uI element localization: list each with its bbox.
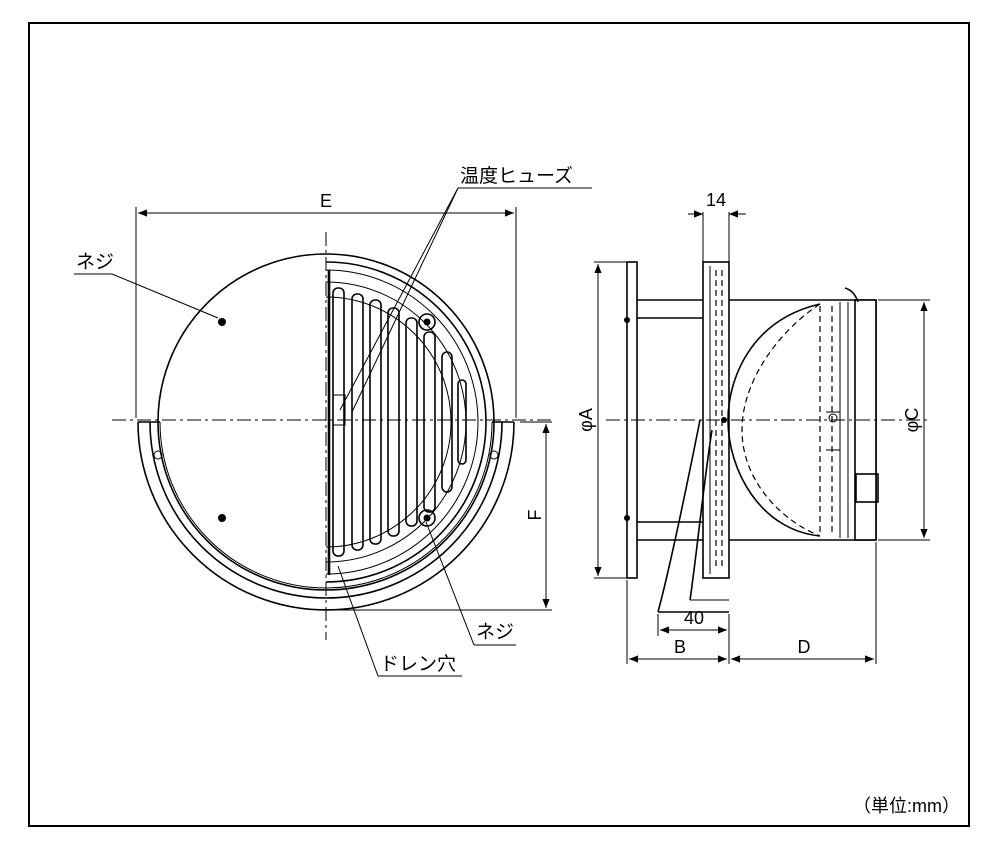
dim-b-label: B — [674, 637, 686, 657]
front-view: E F 温度ヒューズ ネジ ネジ ドレン穴 — [74, 165, 592, 677]
dim-f-label: F — [525, 510, 545, 521]
unit-note: （単位:mm） — [853, 796, 960, 816]
callout-screw-bottom: ネジ — [476, 622, 514, 643]
dim-phi-c-label: φC — [902, 408, 922, 433]
dim-e-label: E — [320, 191, 332, 211]
callout-temperature-fuse: 温度ヒューズ — [460, 165, 573, 187]
callout-drain-hole: ドレン穴 — [380, 653, 456, 675]
dim-14-label: 14 — [706, 190, 726, 210]
screw-top-icon — [218, 318, 226, 326]
dim-d-label: D — [798, 637, 811, 657]
dim-phi-a-label: φA — [576, 408, 596, 432]
side-view: φA φC 14 40 B D — [576, 190, 930, 664]
drawing-frame — [28, 22, 970, 827]
dim-40-label: 40 — [684, 608, 704, 628]
screw-bottom-icon — [218, 514, 226, 522]
louvre-grille — [326, 253, 495, 591]
callout-screw-top: ネジ — [76, 252, 114, 273]
